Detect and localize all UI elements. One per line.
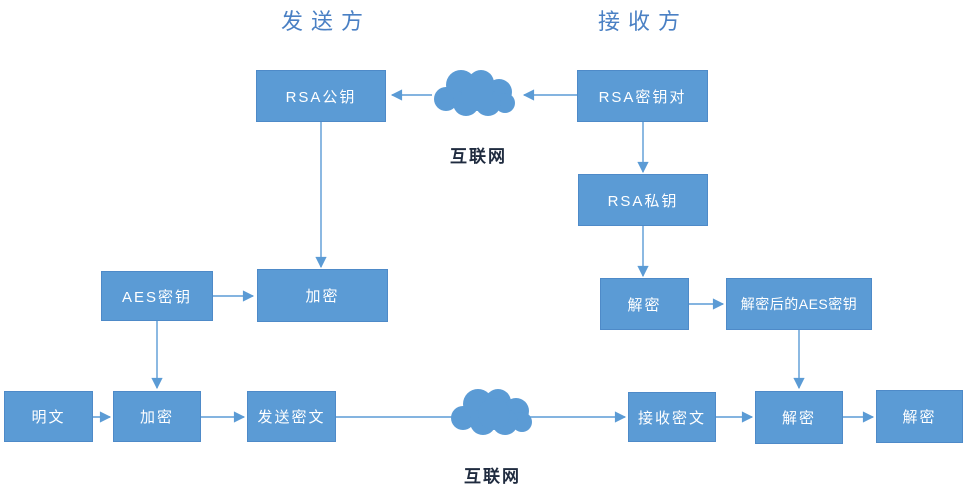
node-decrypted-aes-key: 解密后的AES密钥 [726, 278, 872, 330]
node-plaintext: 明文 [4, 391, 93, 442]
node-aes-key: AES密钥 [101, 271, 213, 321]
internet-cloud-bottom [451, 389, 532, 435]
node-rsa-key-pair: RSA密钥对 [577, 70, 708, 122]
node-decrypt-mid: 解密 [600, 278, 689, 330]
node-send-ciphertext: 发送密文 [247, 391, 336, 442]
node-decrypt-bottom-2: 解密 [876, 390, 963, 443]
internet-cloud-top [434, 70, 515, 116]
internet-label-top: 互联网 [450, 147, 507, 166]
node-decrypt-bottom-1: 解密 [755, 391, 843, 444]
node-encrypt-bottom: 加密 [113, 391, 201, 442]
node-rsa-public-key: RSA公钥 [256, 70, 386, 122]
node-rsa-private-key: RSA私钥 [578, 174, 708, 226]
internet-label-bottom: 互联网 [464, 467, 521, 486]
node-encrypt-mid: 加密 [257, 269, 388, 322]
sender-title: 发送方 [281, 9, 372, 34]
receiver-title: 接收方 [598, 9, 689, 34]
node-receive-ciphertext: 接收密文 [628, 392, 716, 442]
